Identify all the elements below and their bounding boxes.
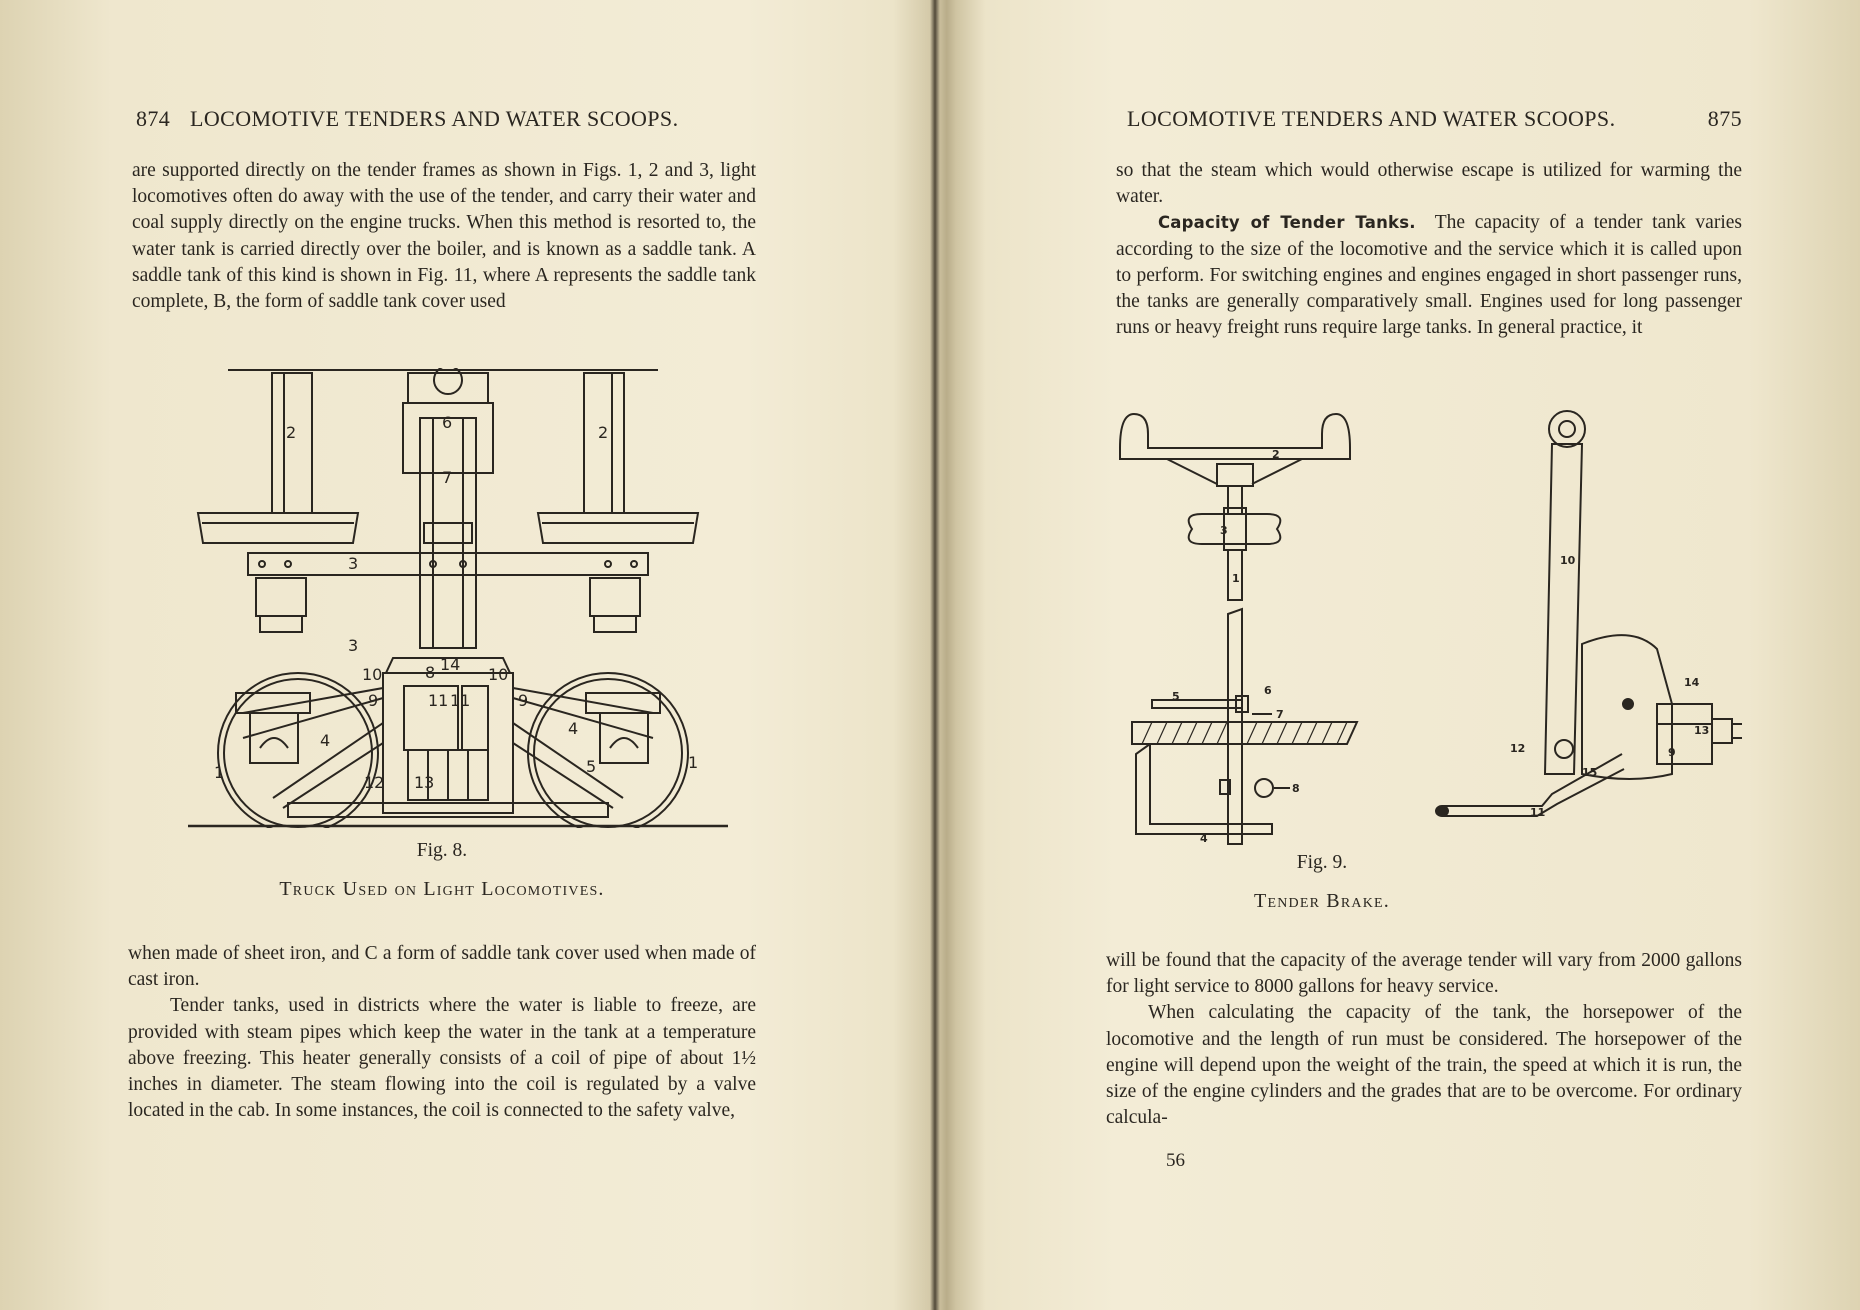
left-text-bottom: when made of sheet iron, and C a form of… xyxy=(128,941,756,1124)
fig8-label-2-left: 2 xyxy=(286,423,296,442)
fig9-label-12: 12 xyxy=(1510,742,1525,755)
left-page: 874 LOCOMOTIVE TENDERS AND WATER SCOOPS.… xyxy=(128,0,756,1310)
fig8-label-7: 7 xyxy=(442,468,452,487)
fig8-label-10-left: 10 xyxy=(362,665,382,684)
fig9-label-4: 4 xyxy=(1200,832,1208,845)
fig8-label-11-a: 11 xyxy=(428,691,448,710)
fig9-label-1: 1 xyxy=(1232,572,1240,585)
fig9-label-2: 2 xyxy=(1272,448,1280,461)
right-page: LOCOMOTIVE TENDERS AND WATER SCOOPS. 875… xyxy=(1106,0,1742,1310)
fig8-label-5: 5 xyxy=(586,757,596,776)
fig8-label-6: 6 xyxy=(442,413,452,432)
fig8-label-1-left: 1 xyxy=(214,763,224,782)
fig9-label-7: 7 xyxy=(1276,708,1284,721)
fig8-label-1-right: 1 xyxy=(688,753,698,772)
right-text-top: so that the steam which would otherwise … xyxy=(1116,158,1742,341)
fig9-label-9: 9 xyxy=(1668,746,1676,759)
fig8-title: Truck Used on Light Locomotives. xyxy=(279,878,605,900)
tender-brake-figure: 2 3 1 5 6 7 8 4 10 14 13 9 12 15 11 xyxy=(1119,410,1742,845)
right-page-number: 875 xyxy=(1707,106,1742,131)
left-paragraph-bottom-2: Tender tanks, used in districts where th… xyxy=(128,995,756,1122)
left-paragraph-top: are supported directly on the tender fra… xyxy=(132,160,756,313)
right-paragraph-top-2: The capacity of a tender tank varies acc… xyxy=(1116,212,1742,339)
left-running-title: LOCOMOTIVE TENDERS AND WATER SCOOPS. xyxy=(190,106,679,131)
fig8-label-12: 12 xyxy=(364,773,384,792)
fig8-number: Fig. 8. xyxy=(416,840,468,861)
fig9-label-10: 10 xyxy=(1560,554,1576,567)
left-page-number: 874 xyxy=(136,106,171,131)
right-paragraph-bottom-1: will be found that the capacity of the a… xyxy=(1106,950,1742,998)
fig9-label-15: 15 xyxy=(1582,766,1597,779)
fig8-label-9-left: 9 xyxy=(368,691,378,710)
fig9-label-5: 5 xyxy=(1172,690,1180,703)
fig9-label-6: 6 xyxy=(1264,684,1272,697)
fig9-label-11: 11 xyxy=(1530,806,1545,819)
right-paragraph-top-1: so that the steam which would otherwise … xyxy=(1116,160,1742,208)
left-text-top: are supported directly on the tender fra… xyxy=(132,158,756,315)
fig8-label-11-b: 11 xyxy=(450,691,470,710)
right-text-bottom: will be found that the capacity of the a… xyxy=(1106,948,1742,1131)
book-gutter xyxy=(930,0,940,1310)
fig9-label-13: 13 xyxy=(1694,724,1709,737)
fig9-label-8: 8 xyxy=(1292,782,1300,795)
signature-mark: 56 xyxy=(1166,1150,1185,1171)
fig9-number: Fig. 9. xyxy=(1296,852,1348,873)
fig8-label-2-right: 2 xyxy=(598,423,608,442)
fig8-label-3: 3 xyxy=(348,636,358,655)
capacity-heading: Capacity of Tender Tanks. xyxy=(1158,213,1416,233)
fig8-label-4-left: 4 xyxy=(320,731,330,750)
fig8-label-9-right: 9 xyxy=(518,691,528,710)
right-paragraph-bottom-2: When calculating the capacity of the tan… xyxy=(1106,1002,1742,1129)
right-running-title: LOCOMOTIVE TENDERS AND WATER SCOOPS. xyxy=(1127,106,1616,131)
truck-figure: 2 2 6 7 3 14 3 10 10 8 9 9 11 11 4 4 5 1… xyxy=(188,368,728,828)
fig8-label-4-right: 4 xyxy=(568,719,578,738)
fig9-title: Tender Brake. xyxy=(1254,890,1390,912)
left-running-head: 874 LOCOMOTIVE TENDERS AND WATER SCOOPS. xyxy=(128,106,756,136)
right-running-head: LOCOMOTIVE TENDERS AND WATER SCOOPS. 875 xyxy=(1112,106,1742,136)
fig9-label-3: 3 xyxy=(1220,524,1228,537)
fig8-label-8: 8 xyxy=(425,663,435,682)
fig8-label-3-bar: 3 xyxy=(348,554,358,573)
left-paragraph-bottom-1: when made of sheet iron, and C a form of… xyxy=(128,943,756,991)
fig8-label-10-right: 10 xyxy=(488,665,508,684)
fig9-label-14: 14 xyxy=(1684,676,1700,689)
fig8-label-13: 13 xyxy=(414,773,434,792)
fig8-label-14: 14 xyxy=(440,655,460,674)
